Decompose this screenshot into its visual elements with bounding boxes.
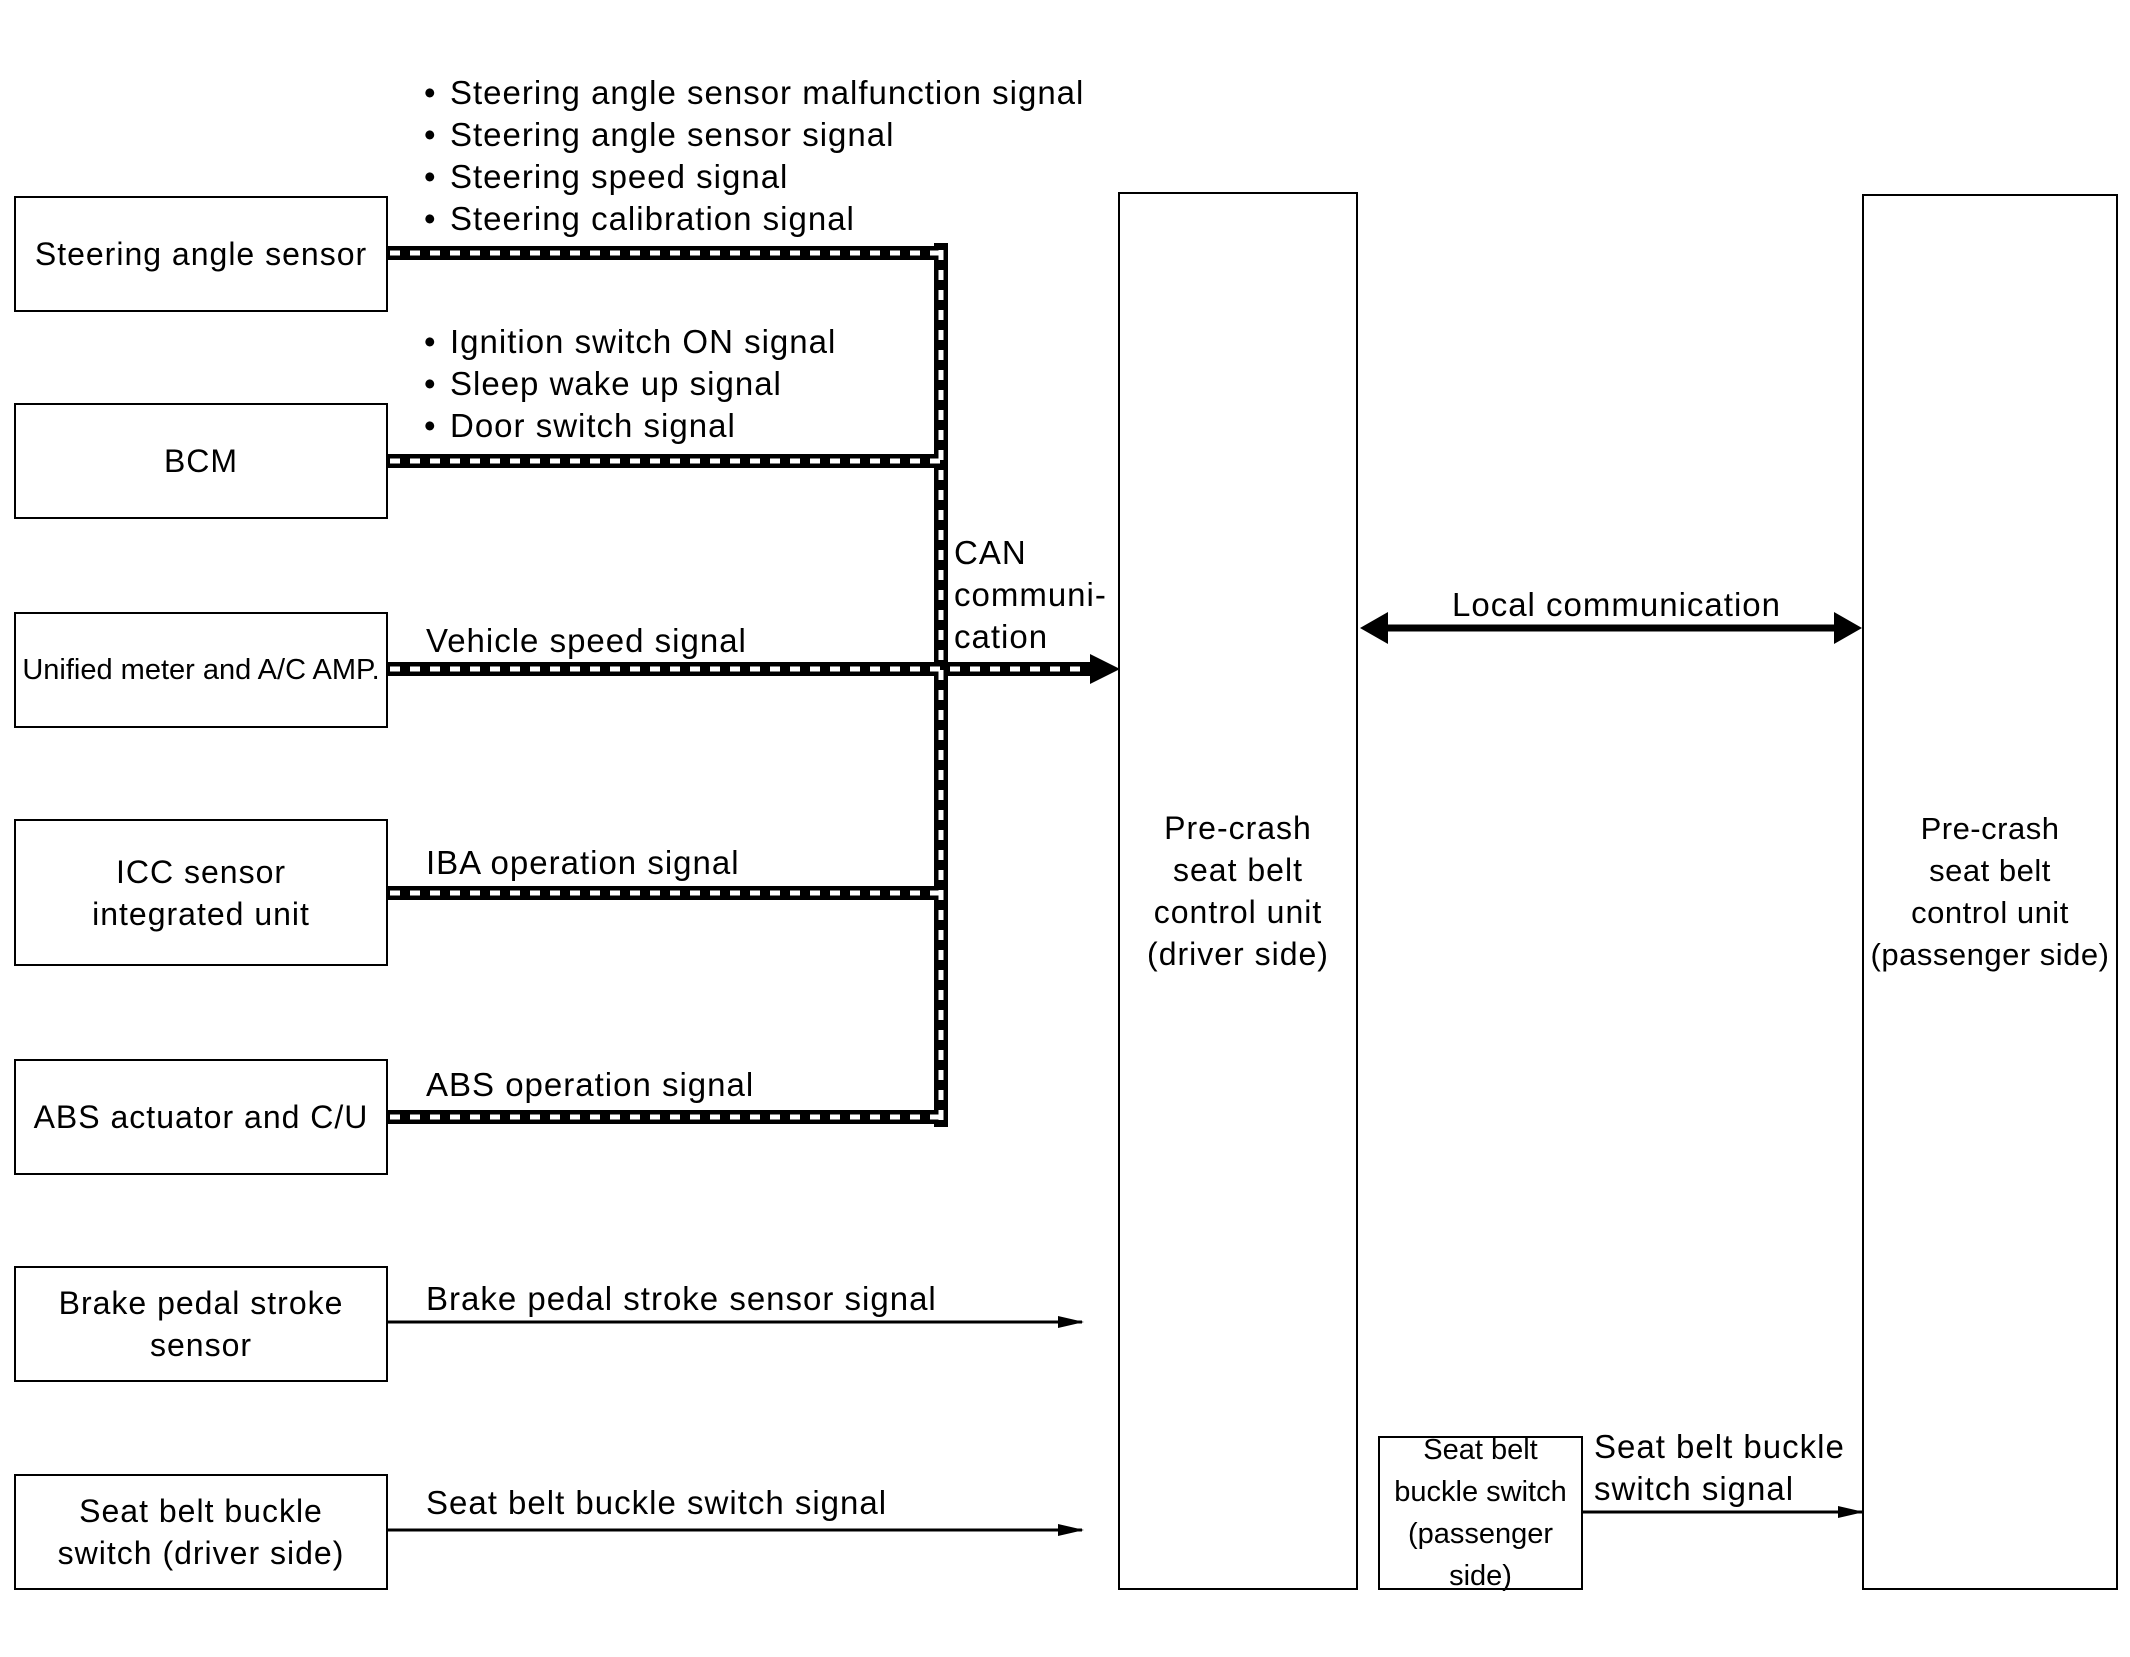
bcm-signal-list: Ignition switch ON signal Sleep wake up … [424, 321, 836, 447]
steering-signal-list: Steering angle sensor malfunction signal… [424, 72, 1084, 240]
steering-signal-item: Steering angle sensor malfunction signal [424, 72, 1084, 114]
abs-actuator-box: ABS actuator and C/U [14, 1059, 388, 1175]
precrash-driver-label-line-1: Pre-crash [1164, 810, 1312, 846]
icc-sensor-box: ICC sensor integrated unit [14, 819, 388, 966]
precrash-driver-label-line-2: seat belt [1173, 852, 1303, 888]
seat-belt-passenger-signal-line-1: Seat belt buckle [1594, 1428, 1845, 1465]
local-communication-arrow [1360, 612, 1862, 644]
steering-angle-sensor-box: Steering angle sensor [14, 196, 388, 312]
bcm-box: BCM [14, 403, 388, 519]
seat-belt-switch-passenger-label-line-1: Seat belt [1423, 1434, 1538, 1466]
brake-pedal-sensor-label-line-2: sensor [149, 1327, 253, 1363]
brake-pedal-sensor-label-line-1: Brake pedal stroke [58, 1285, 344, 1321]
can-bus-lines [383, 243, 1120, 1127]
bcm-signal-item: Ignition switch ON signal [424, 321, 836, 363]
precrash-passenger-label-line-3: control unit [1911, 895, 2069, 930]
icc-sensor-label-line-2: integrated unit [92, 895, 310, 932]
precrash-passenger-label-line-1: Pre-crash [1920, 811, 2060, 846]
precrash-passenger-box: Pre-crash seat belt control unit (passen… [1862, 194, 2118, 1590]
seat-belt-switch-passenger-label-line-3: (passenger side) [1407, 1518, 1554, 1592]
seat-belt-passenger-signal-line-2: switch signal [1594, 1470, 1795, 1507]
steering-signal-item: Steering calibration signal [424, 198, 1084, 240]
precrash-driver-label-line-4: (driver side) [1147, 936, 1329, 972]
vehicle-speed-signal-label: Vehicle speed signal [426, 622, 747, 659]
seat-belt-switch-driver-label-line-2: switch (driver side) [57, 1535, 345, 1571]
seat-belt-driver-signal-label: Seat belt buckle switch signal [426, 1484, 888, 1521]
can-arrowhead-icon [1090, 654, 1120, 684]
can-label-line-1: CAN [954, 534, 1027, 571]
abs-signal-label: ABS operation signal [426, 1066, 755, 1103]
seat-belt-passenger-signal-label: Seat belt buckle switch signal [1594, 1426, 1845, 1510]
local-communication-label: Local communication [1452, 586, 1781, 623]
seat-belt-switch-passenger-label-line-2: buckle switch [1394, 1476, 1567, 1508]
steering-signal-item: Steering angle sensor signal [424, 114, 1084, 156]
steering-signal-item: Steering speed signal [424, 156, 1084, 198]
right-arrowhead-icon [1834, 612, 1862, 644]
brake-pedal-sensor-box: Brake pedal stroke sensor [14, 1266, 388, 1382]
unified-meter-label: Unified meter and A/C AMP. [22, 654, 380, 686]
seat-belt-switch-passenger-box: Seat belt buckle switch (passenger side) [1378, 1434, 1583, 1592]
can-label-line-2: communi- [954, 576, 1107, 613]
bcm-signal-item: Door switch signal [424, 405, 836, 447]
plain-signal-lines [388, 1316, 1864, 1536]
steering-angle-sensor-label: Steering angle sensor [34, 236, 368, 272]
left-arrowhead-icon [1360, 612, 1388, 644]
bcm-label: BCM [163, 443, 239, 479]
seat-belt-switch-driver-box: Seat belt buckle switch (driver side) [14, 1474, 388, 1590]
unified-meter-box: Unified meter and A/C AMP. [14, 612, 388, 728]
seat-belt-switch-driver-label-line-1: Seat belt buckle [79, 1493, 323, 1529]
can-label-line-3: cation [954, 618, 1049, 655]
precrash-driver-label-line-3: control unit [1153, 894, 1323, 930]
can-communication-label: CAN communi- cation [954, 532, 1107, 658]
precrash-passenger-label-line-2: seat belt [1929, 853, 2051, 888]
abs-actuator-label: ABS actuator and C/U [33, 1099, 369, 1135]
brake-pedal-signal-label: Brake pedal stroke sensor signal [426, 1280, 937, 1317]
icc-sensor-label-line-1: ICC sensor [115, 853, 287, 890]
iba-signal-label: IBA operation signal [426, 844, 740, 881]
precrash-driver-box: Pre-crash seat belt control unit (driver… [1118, 192, 1358, 1590]
precrash-passenger-label-line-4: (passenger side) [1870, 937, 2110, 972]
bcm-signal-item: Sleep wake up signal [424, 363, 836, 405]
